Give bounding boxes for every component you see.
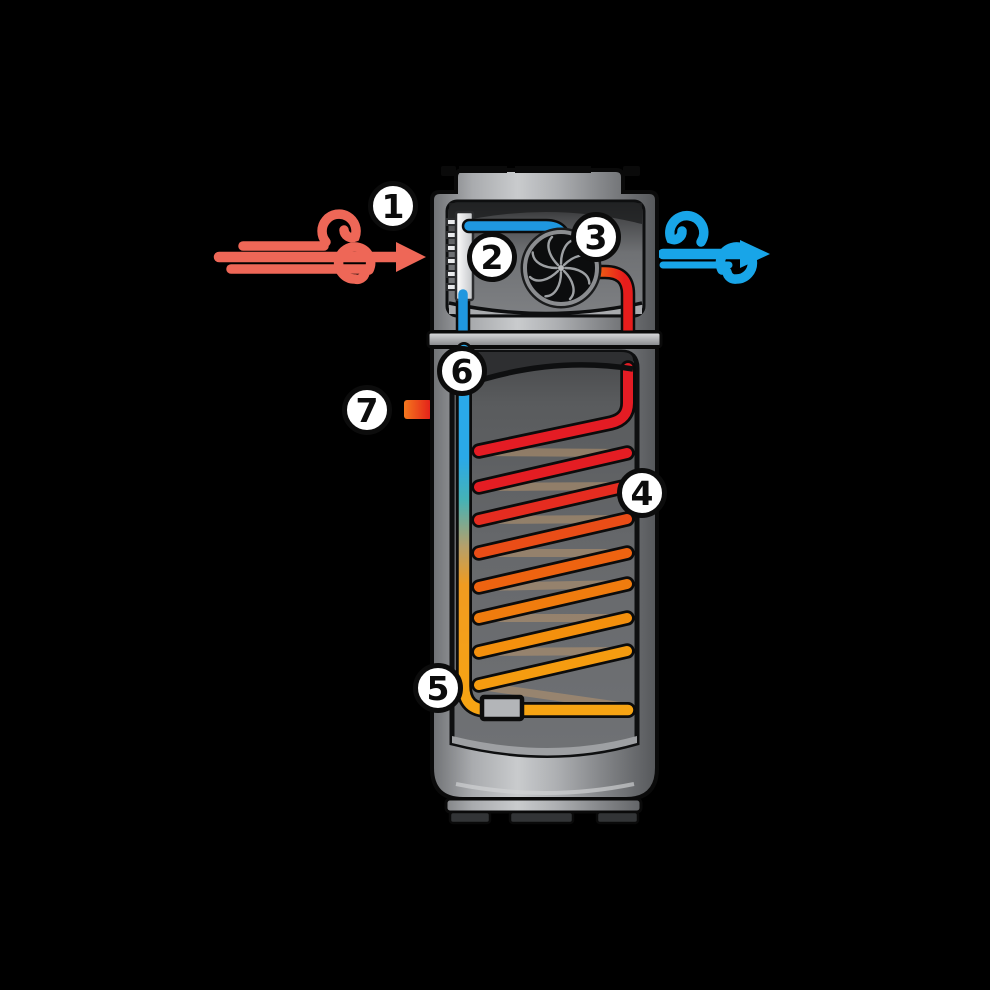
cabinet-top-vent-strip [459,166,507,173]
callout-1: 1 [368,181,418,231]
tank-floor [452,736,637,756]
callout-6: 6 [437,346,487,396]
coil-rung [474,548,632,592]
condenser-coil [474,363,633,690]
foot-pad [595,810,640,825]
cabinet-top-vent-strip [515,166,591,173]
base-plate [444,797,643,814]
fan-blades [528,235,594,301]
callout-5: 5 [413,663,463,713]
callout-2: 2 [467,232,517,282]
compartment-floor-edge [448,301,643,316]
coil-rung [474,448,632,492]
warm-air-bottom-curl-icon [333,242,376,285]
hot-pipe [579,267,633,337]
callout-1-number: 1 [381,186,405,226]
cool-air-arrowhead-icon [740,240,770,268]
callout-7-number: 7 [355,390,379,430]
evaporator [446,210,475,302]
callout-7: 7 [342,385,392,435]
callout-5-number: 5 [426,668,450,708]
warm-air-arrowhead-icon [396,242,426,272]
foot-pad [448,810,492,825]
callout-4-number: 4 [630,473,654,513]
callout-3: 3 [571,212,621,262]
coil-rung [474,481,632,525]
cool-air-top-curl-icon [665,210,709,247]
fan-hub [558,265,564,271]
coil-rung [474,514,632,558]
coil-rung [474,646,632,690]
compartment-top-shadow [449,203,642,224]
cabinet-top-tab-right [623,166,640,176]
foot-pad [508,810,575,825]
tank-bottom-highlight [455,782,635,795]
warm-air-top-curl-icon [317,209,361,247]
cool-air-out-arrows [657,210,758,284]
coil-rung [474,613,632,657]
callout-6-number: 6 [450,351,474,391]
tank-dome-shadow [454,352,633,389]
heating-element-icon [404,400,432,419]
coil-rung [474,363,633,456]
coil-rung [474,579,632,623]
callout-2-number: 2 [480,237,504,277]
callout-4: 4 [617,468,667,518]
warm-air-in-arrows [213,209,404,285]
cabinet-top-tab-left [441,166,456,176]
fan-outer-ring [520,227,602,309]
expansion-valve-icon [479,694,525,722]
callout-3-number: 3 [584,217,608,257]
